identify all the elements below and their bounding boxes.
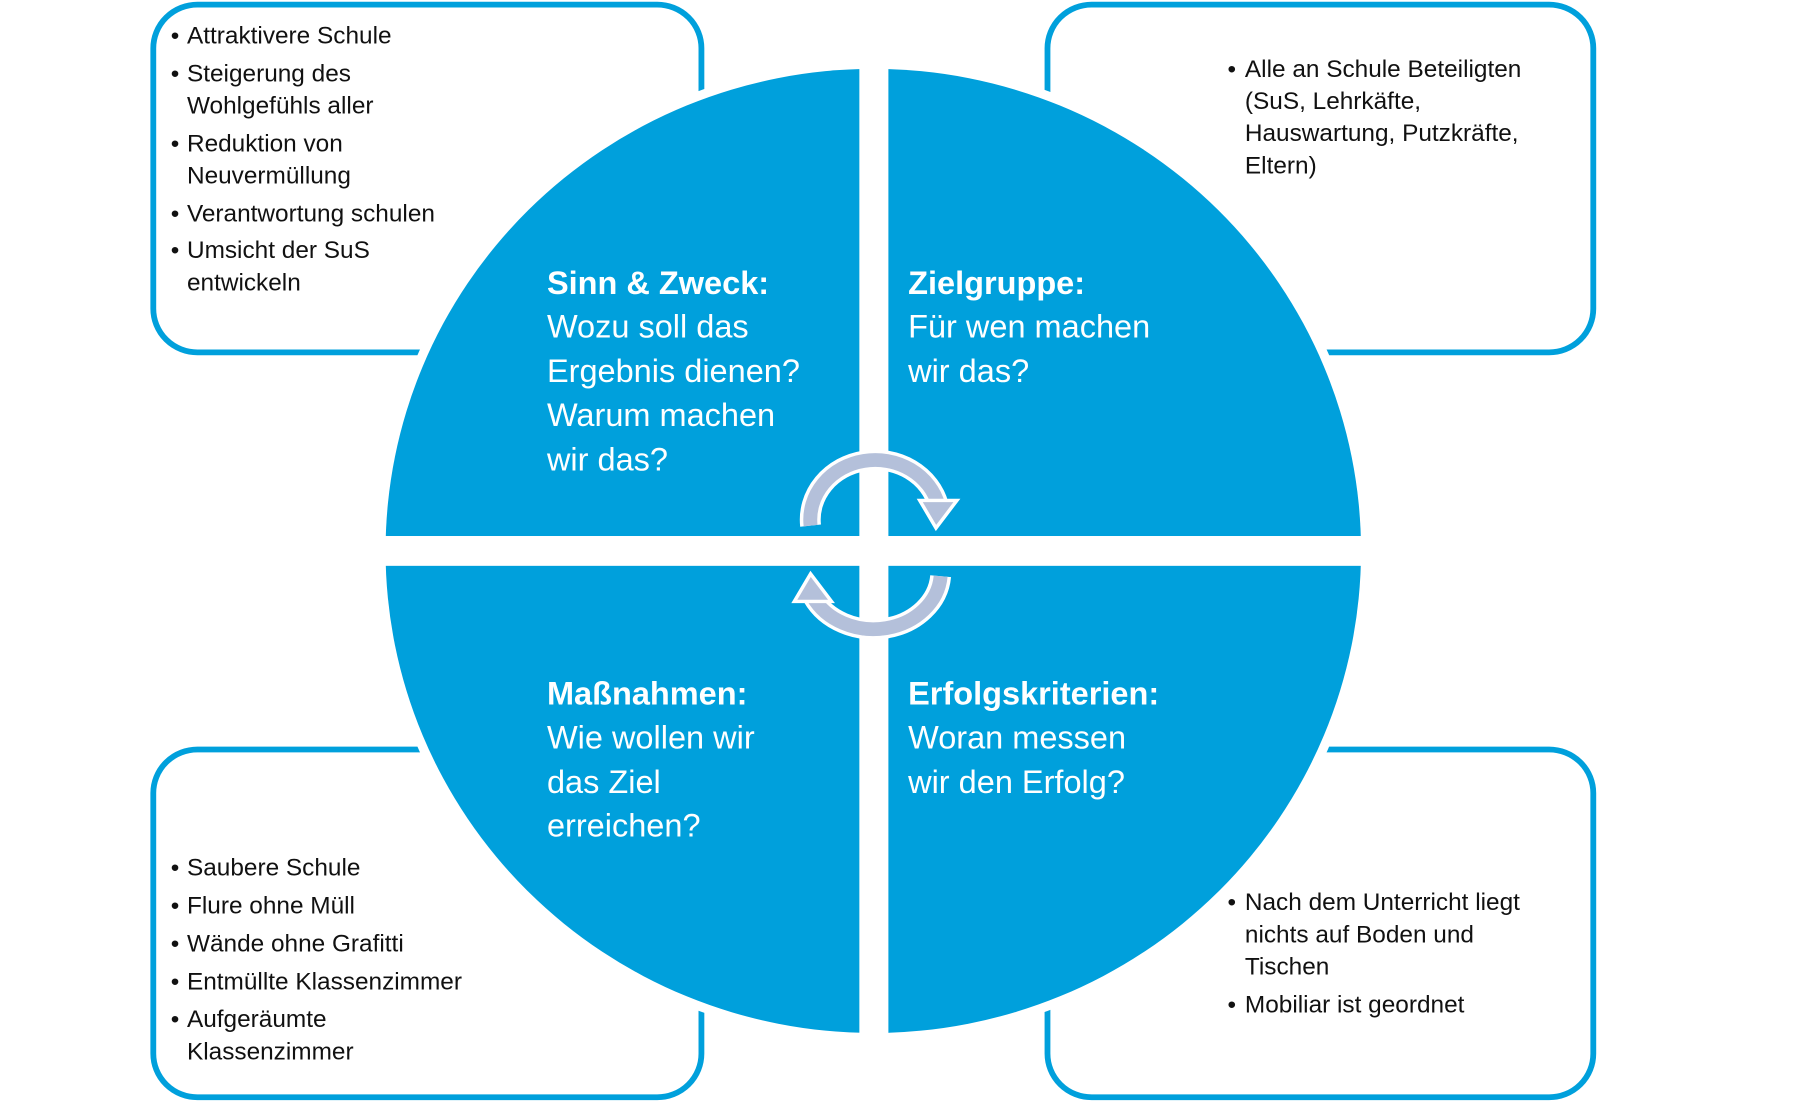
list-sinn-zweck: • Attraktivere Schule • Steigerung des W… <box>171 23 435 297</box>
list-item: Klassenzimmer <box>187 1039 354 1066</box>
horizontal-divider <box>371 536 1382 566</box>
list-item: Alle an Schule Beteiligten <box>1245 56 1521 83</box>
bullet-icon: • <box>171 237 180 264</box>
quadrant-sinn-zweck: Sinn & Zweck: Wozu soll das Ergebnis die… <box>546 265 800 478</box>
quadrant-erfolgskriterien: Erfolgskriterien: Woran messen wir den E… <box>907 676 1159 800</box>
list-massnahmen: • Saubere Schule • Flure ohne Müll • Wän… <box>171 855 462 1065</box>
quadrant-title: Maßnahmen: <box>547 676 747 712</box>
list-item: Verantwortung schulen <box>187 201 435 228</box>
bullet-icon: • <box>1227 889 1236 916</box>
bullet-icon: • <box>171 855 180 882</box>
list-item: Umsicht der SuS <box>187 237 370 264</box>
list-item: Hauswartung, Putzkräfte, <box>1245 120 1519 147</box>
quadrant-massnahmen: Maßnahmen: Wie wollen wir das Ziel errei… <box>547 676 755 844</box>
quadrant-question: Warum machen <box>547 397 775 433</box>
list-item: Aufgeräumte <box>187 1006 327 1033</box>
list-item: Mobiliar ist geordnet <box>1245 991 1465 1018</box>
bullet-icon: • <box>171 61 180 88</box>
list-item: Neuvermüllung <box>187 163 351 190</box>
quadrant-zielgruppe: Zielgruppe: Für wen machen wir das? <box>907 265 1150 389</box>
quadrant-question: Woran messen <box>908 720 1126 756</box>
quadrant-question: Ergebnis dienen? <box>547 353 800 389</box>
list-item: Tischen <box>1245 954 1329 981</box>
bullet-icon: • <box>171 131 180 158</box>
cycle-arrow-top-icon <box>799 449 961 532</box>
list-zielgruppe: • Alle an Schule Beteiligten (SuS, Lehrk… <box>1227 56 1521 179</box>
quadrant-question: das Ziel <box>547 764 661 800</box>
bullet-icon: • <box>1227 56 1236 83</box>
list-item: Entmüllte Klassenzimmer <box>187 968 462 995</box>
quadrant-title: Sinn & Zweck: <box>547 265 769 301</box>
list-item: Steigerung des <box>187 61 351 88</box>
list-item: (SuS, Lehrkäfte, <box>1245 88 1421 115</box>
quadrant-question: Wozu soll das <box>547 309 749 345</box>
list-item: Wände ohne Grafitti <box>187 931 404 958</box>
quadrant-question: Für wen machen <box>908 309 1150 345</box>
cycle-arrow-bottom-icon <box>791 570 952 640</box>
bullet-icon: • <box>171 968 180 995</box>
quadrant-question: wir das? <box>546 442 668 478</box>
bullet-icon: • <box>171 893 180 920</box>
quadrant-title: Zielgruppe: <box>908 265 1085 301</box>
list-item: entwickeln <box>187 270 301 297</box>
list-item: Wohlgefühls aller <box>187 93 374 120</box>
quadrant-title: Erfolgskriterien: <box>908 676 1159 712</box>
quadrant-question: Wie wollen wir <box>547 720 755 756</box>
bullet-icon: • <box>171 201 180 228</box>
bullet-icon: • <box>1227 991 1236 1018</box>
list-item: Reduktion von <box>187 131 343 158</box>
bullet-icon: • <box>171 23 180 50</box>
quadrant-question: wir den Erfolg? <box>907 764 1125 800</box>
bullet-icon: • <box>171 1006 180 1033</box>
list-erfolgskriterien: • Nach dem Unterricht liegt nichts auf B… <box>1227 889 1520 1018</box>
quadrant-question: erreichen? <box>547 808 701 844</box>
list-item: Nach dem Unterricht liegt <box>1245 889 1520 916</box>
list-item: nichts auf Boden und <box>1245 921 1474 948</box>
bullet-icon: • <box>171 931 180 958</box>
list-item: Flure ohne Müll <box>187 893 355 920</box>
list-item: Eltern) <box>1245 152 1317 179</box>
list-item: Attraktivere Schule <box>187 23 392 50</box>
quadrant-question: wir das? <box>907 353 1029 389</box>
list-item: Saubere Schule <box>187 855 360 882</box>
